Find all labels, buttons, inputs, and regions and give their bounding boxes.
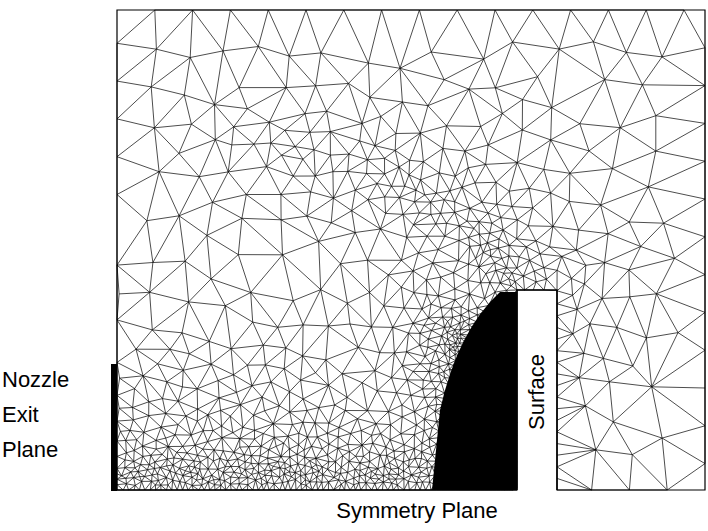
- domain-boundary: [117, 10, 705, 490]
- surface-outline: [517, 290, 557, 490]
- surface-label: Surface: [524, 302, 550, 482]
- boundary-label: Nozzle Exit Plane: [2, 362, 82, 467]
- symmetry-line: [117, 489, 517, 490]
- surface-block: [518, 291, 556, 491]
- triangle-mesh: [117, 10, 705, 490]
- nozzle-exit-bar: [111, 364, 117, 491]
- boundary-label: Symmetry Plane: [217, 493, 617, 528]
